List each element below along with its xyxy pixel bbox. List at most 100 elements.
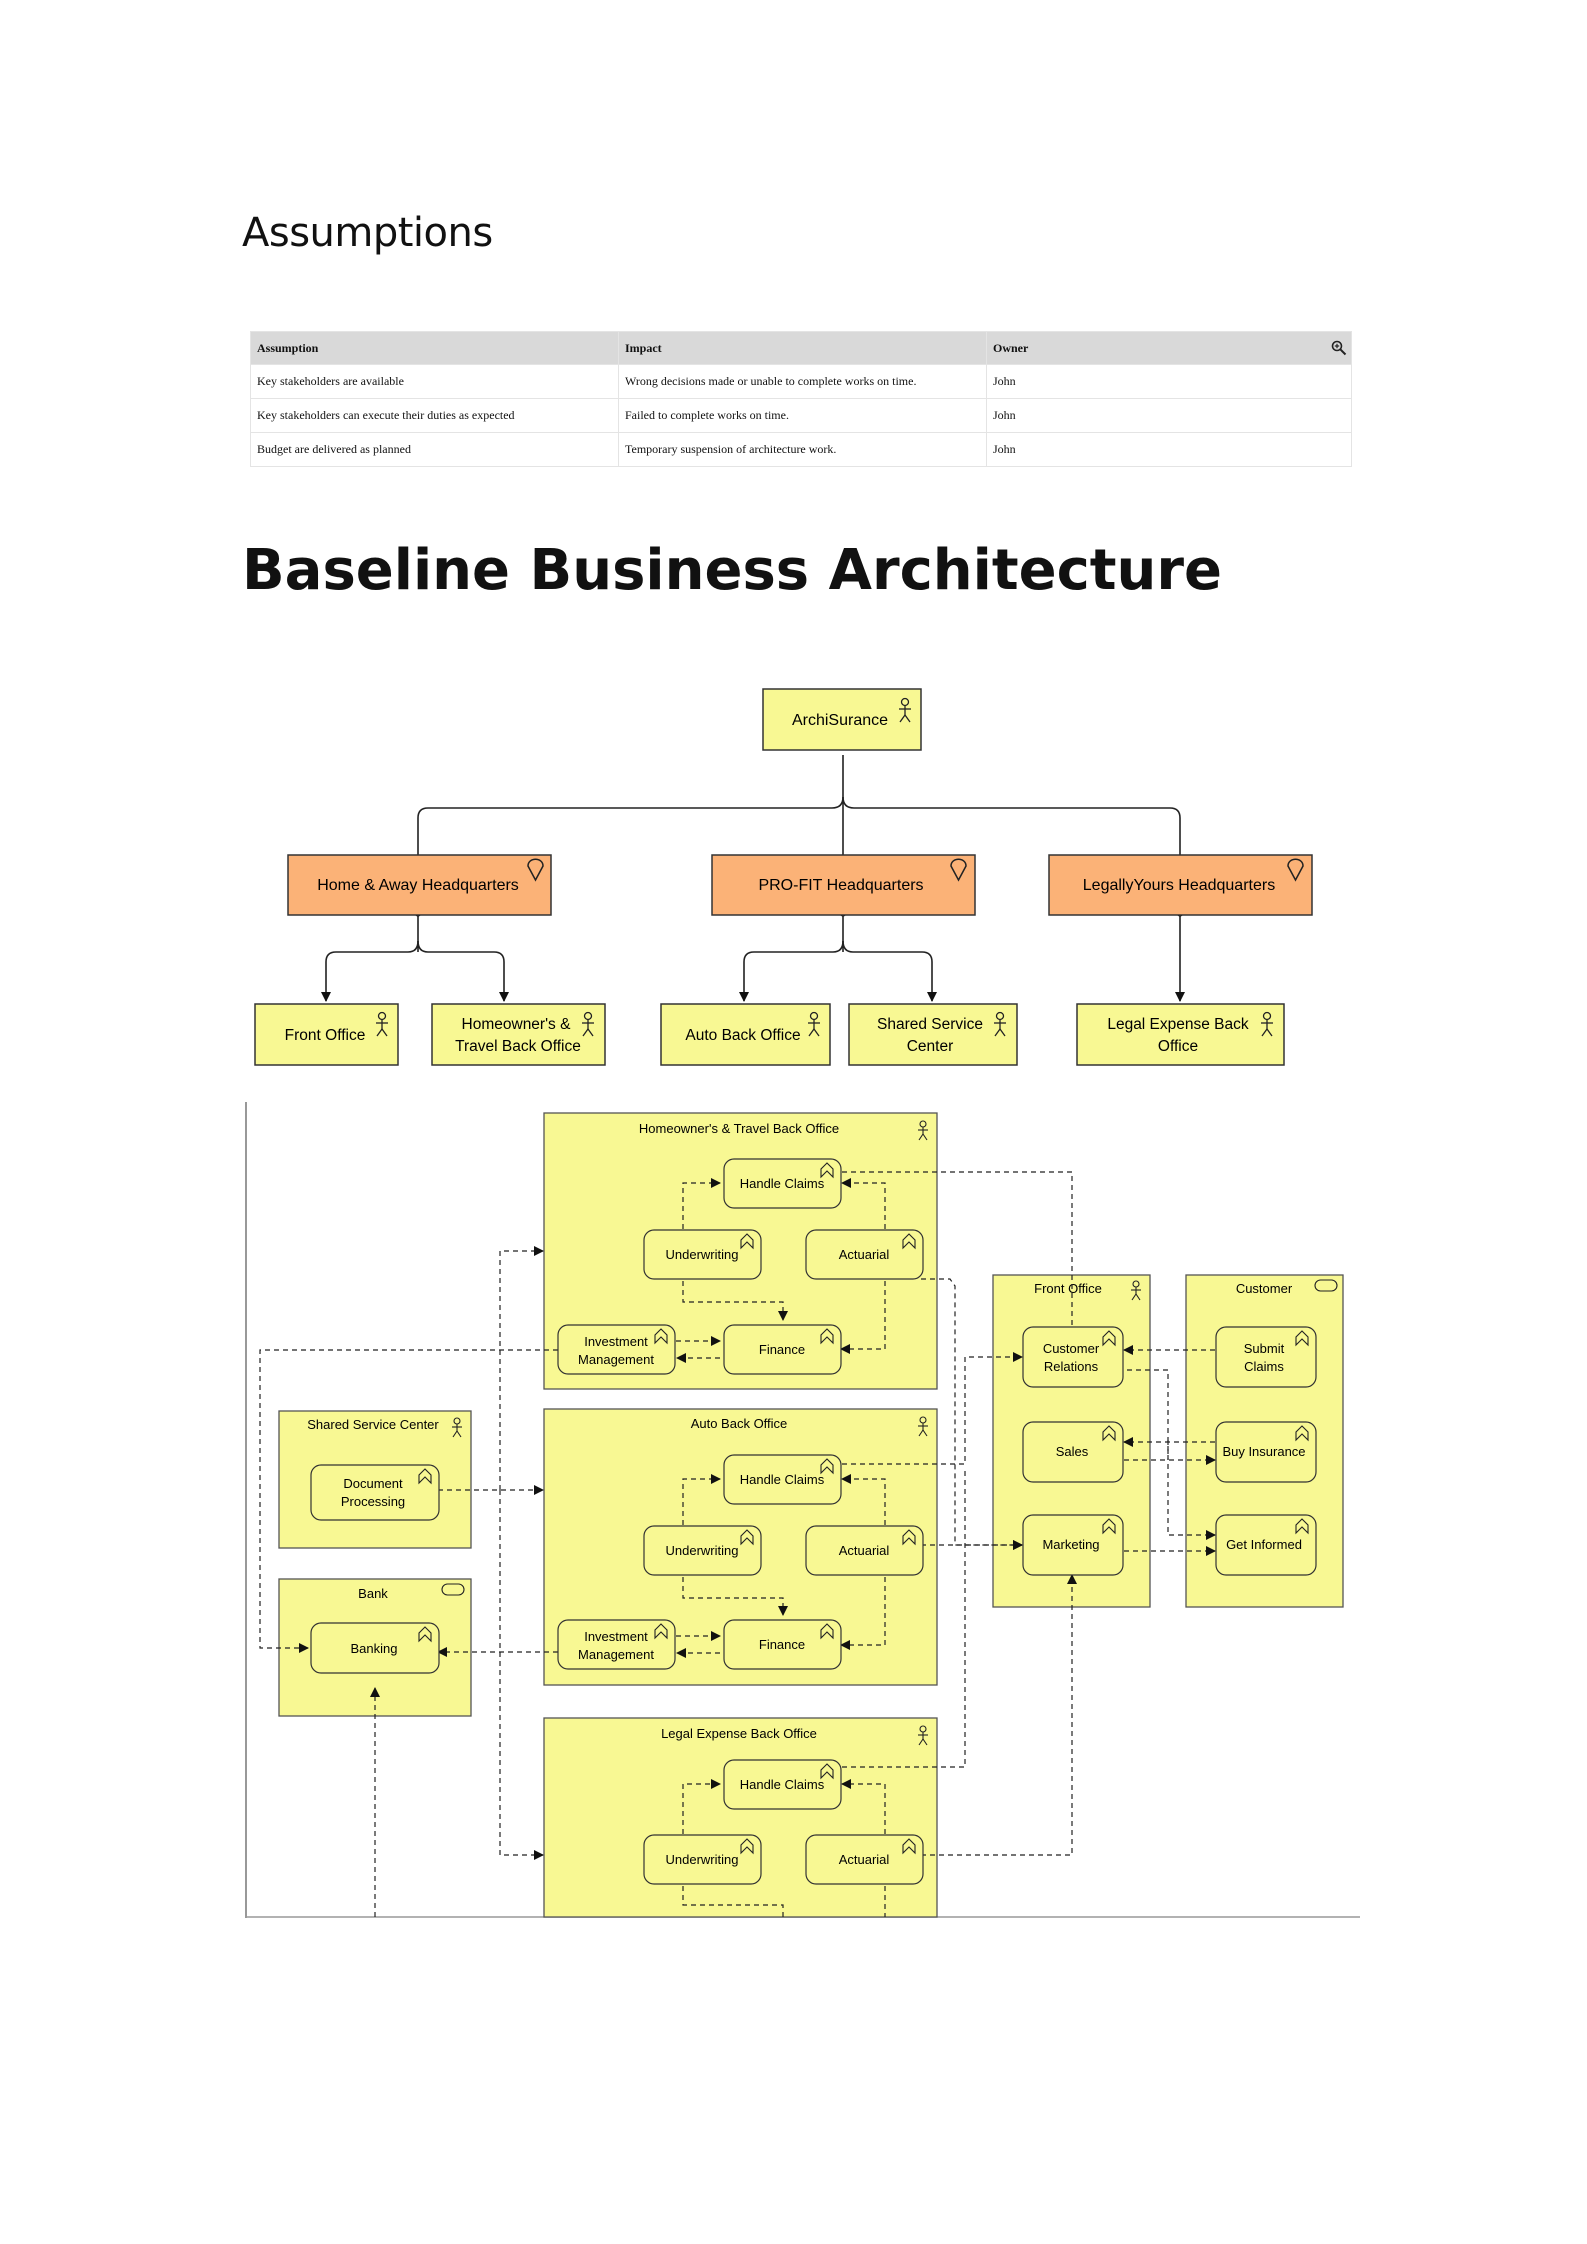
assumptions-heading: Assumptions xyxy=(242,210,493,256)
table-cell: Failed to complete works on time. xyxy=(618,398,987,433)
svg-text:Get Informed: Get Informed xyxy=(1226,1537,1302,1552)
table-row: Key stakeholders are available Wrong dec… xyxy=(250,364,1352,399)
location-pin-icon xyxy=(950,858,967,882)
org-root-archisurance[interactable]: ArchiSurance xyxy=(762,688,922,751)
svg-text:Submit: Submit xyxy=(1244,1341,1285,1356)
function-marketing[interactable]: Marketing xyxy=(1022,1514,1124,1576)
svg-text:Legal Expense Back: Legal Expense Back xyxy=(1107,1016,1249,1033)
svg-text:Homeowner's & Travel Back Offi: Homeowner's & Travel Back Office xyxy=(639,1121,839,1136)
svg-text:Travel Back Office: Travel Back Office xyxy=(455,1038,581,1055)
function-icon xyxy=(1295,1330,1309,1347)
function-sales[interactable]: Sales xyxy=(1022,1421,1124,1483)
svg-text:Finance: Finance xyxy=(759,1342,805,1357)
unit-auto-back-office[interactable]: Auto Back Office xyxy=(660,1003,831,1066)
svg-text:Marketing: Marketing xyxy=(1042,1537,1099,1552)
function-handle-claims[interactable]: Handle Claims xyxy=(723,1759,842,1810)
unit-shared-service-center[interactable]: Shared Service Center xyxy=(848,1003,1018,1066)
role-icon xyxy=(441,1583,465,1596)
zoom-in-icon[interactable] xyxy=(1331,340,1347,356)
function-icon xyxy=(654,1623,668,1640)
function-underwriting[interactable]: Underwriting xyxy=(643,1525,762,1576)
svg-text:Front Office: Front Office xyxy=(1034,1281,1102,1296)
svg-text:Underwriting: Underwriting xyxy=(666,1543,739,1558)
function-get-informed[interactable]: Get Informed xyxy=(1215,1514,1317,1576)
unit-legal-expense[interactable]: Legal Expense Back Office xyxy=(1076,1003,1285,1066)
function-finance[interactable]: Finance xyxy=(723,1619,842,1670)
location-pin-icon xyxy=(1287,858,1304,882)
unit-homeowners-travel[interactable]: Homeowner's & Travel Back Office xyxy=(431,1003,606,1066)
function-finance[interactable]: Finance xyxy=(723,1324,842,1375)
function-icon xyxy=(902,1529,916,1546)
table-row: Key stakeholders can execute their dutie… xyxy=(250,398,1352,433)
unit-front-office[interactable]: Front Office xyxy=(254,1003,399,1066)
svg-text:Finance: Finance xyxy=(759,1637,805,1652)
svg-text:Sales: Sales xyxy=(1056,1444,1089,1459)
column-header-owner: Owner xyxy=(986,331,1352,365)
function-icon xyxy=(820,1328,834,1345)
hq-legallyyours[interactable]: LegallyYours Headquarters xyxy=(1048,854,1313,916)
svg-text:Shared Service Center: Shared Service Center xyxy=(307,1417,439,1432)
svg-text:Handle Claims: Handle Claims xyxy=(740,1472,825,1487)
function-underwriting[interactable]: Underwriting xyxy=(643,1834,762,1885)
table-cell: John xyxy=(986,432,1352,467)
actor-icon xyxy=(808,1011,820,1037)
actor-icon xyxy=(994,1011,1006,1037)
function-buy-insurance[interactable]: Buy Insurance xyxy=(1215,1421,1317,1483)
function-icon xyxy=(740,1529,754,1546)
function-actuarial[interactable]: Actuarial xyxy=(805,1229,924,1280)
svg-text:Actuarial: Actuarial xyxy=(839,1247,890,1262)
org-chart-connectors xyxy=(321,755,1185,1002)
unit-label: Front Office xyxy=(285,1027,366,1044)
svg-text:Shared Service: Shared Service xyxy=(877,1016,983,1033)
svg-text:Actuarial: Actuarial xyxy=(839,1852,890,1867)
function-icon xyxy=(820,1162,834,1179)
location-pin-icon xyxy=(527,858,544,882)
container-legal-expense[interactable]: Legal Expense Back Office xyxy=(543,1717,938,1918)
table-row: Budget are delivered as planned Temporar… xyxy=(250,432,1352,467)
svg-text:Banking: Banking xyxy=(351,1641,398,1656)
hq-home-away[interactable]: Home & Away Headquarters xyxy=(287,854,552,916)
svg-text:Underwriting: Underwriting xyxy=(666,1247,739,1262)
actor-icon xyxy=(918,1725,928,1746)
svg-text:Management: Management xyxy=(578,1352,654,1367)
function-icon xyxy=(1102,1518,1116,1535)
svg-text:Legal Expense Back Office: Legal Expense Back Office xyxy=(661,1726,817,1741)
actor-icon xyxy=(582,1011,594,1037)
svg-text:Auto Back Office: Auto Back Office xyxy=(691,1416,788,1431)
table-cell: Key stakeholders can execute their dutie… xyxy=(250,398,619,433)
function-icon xyxy=(820,1763,834,1780)
hq-pro-fit[interactable]: PRO-FIT Headquarters xyxy=(711,854,976,916)
function-icon xyxy=(418,1468,432,1485)
function-handle-claims[interactable]: Handle Claims xyxy=(723,1454,842,1505)
svg-text:Center: Center xyxy=(907,1038,954,1055)
function-icon xyxy=(740,1233,754,1250)
flow-lines xyxy=(259,1171,1216,1917)
function-banking[interactable]: Banking xyxy=(310,1622,440,1674)
svg-text:Office: Office xyxy=(1158,1038,1198,1055)
function-boxes: Handle Claims Underwriting Actuarial Inv… xyxy=(310,1158,1317,1885)
function-icon xyxy=(1102,1330,1116,1347)
function-actuarial[interactable]: Actuarial xyxy=(805,1525,924,1576)
function-underwriting[interactable]: Underwriting xyxy=(643,1229,762,1280)
svg-text:Investment: Investment xyxy=(584,1629,648,1644)
svg-text:Homeowner's &: Homeowner's & xyxy=(462,1016,572,1033)
unit-label: Auto Back Office xyxy=(685,1027,800,1044)
function-icon xyxy=(418,1626,432,1643)
function-icon xyxy=(902,1838,916,1855)
function-handle-claims[interactable]: Handle Claims xyxy=(723,1158,842,1209)
svg-text:Customer: Customer xyxy=(1043,1341,1100,1356)
function-icon xyxy=(740,1838,754,1855)
hq-label: LegallyYours Headquarters xyxy=(1083,877,1275,894)
column-header-impact: Impact xyxy=(618,331,987,365)
function-icon xyxy=(1102,1425,1116,1442)
table-cell: Key stakeholders are available xyxy=(250,364,619,399)
actor-icon xyxy=(918,1120,928,1141)
function-actuarial[interactable]: Actuarial xyxy=(805,1834,924,1885)
table-cell: Budget are delivered as planned xyxy=(250,432,619,467)
table-cell: John xyxy=(986,398,1352,433)
